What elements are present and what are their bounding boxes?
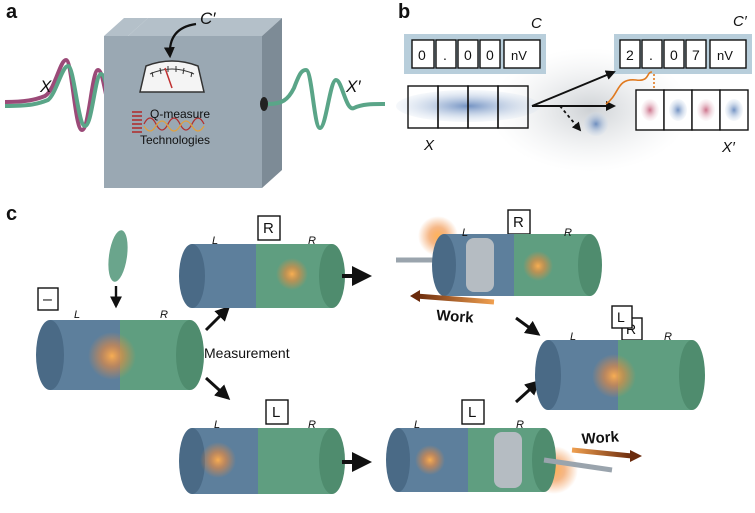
cyl5-side-R: R [516, 419, 524, 431]
arrow-to-L [204, 376, 231, 401]
piston-rod-bottom [543, 457, 613, 473]
memory-box-R-top [257, 215, 281, 241]
brand-logo-icon [132, 111, 205, 133]
cyl3-side-R: R [308, 419, 316, 431]
brand-name-line2: Technologies [140, 133, 210, 147]
memory-box-L-bottom [265, 399, 289, 425]
cylinder-piston-R [432, 234, 602, 296]
work-arrow-left-head [410, 290, 420, 302]
measurement-label: Measurement [204, 345, 290, 361]
display-after-digit-3: 7 [692, 47, 700, 63]
branch-arrows [531, 70, 616, 132]
display-before-digit-0: 0 [418, 47, 426, 63]
cyl4-side-L: L [462, 227, 468, 239]
panel-label-b: b [398, 1, 410, 23]
output-port [260, 97, 268, 111]
initial-memory-value: – [43, 291, 52, 308]
panel-a-output-label: X′ [345, 77, 361, 96]
cylinder-L [179, 428, 345, 494]
cyl6-side-R: R [664, 331, 672, 343]
input-state-cells [396, 85, 540, 129]
cyl5-side-L: L [414, 419, 420, 431]
memory-box-R-piston-value: R [513, 214, 524, 231]
panel-a-meter-label: C′ [200, 9, 216, 28]
cyl2-side-L: L [212, 235, 218, 247]
work-label-top: Work [436, 307, 475, 327]
cyl1-side-L: L [74, 309, 80, 321]
display-after [614, 34, 752, 74]
display-before-digit-3: 0 [486, 47, 494, 63]
arrow-bottom-to-final [514, 379, 541, 404]
display-before-digit-1: . [443, 47, 447, 63]
panel-a-input-label: X [39, 77, 52, 96]
memory-box-L-piston-value: L [468, 404, 476, 421]
work-arrow-left [415, 293, 495, 305]
arrow-to-R [204, 305, 231, 332]
display-after-unit: nV [717, 48, 733, 63]
display-before [404, 34, 546, 74]
display-after-digit-2: 0 [670, 47, 678, 63]
work-arrow-right [571, 447, 633, 459]
memory-box-L-bottom-value: L [272, 404, 280, 421]
output-state-cells [635, 89, 749, 131]
work-label-bottom: Work [581, 428, 620, 448]
cylinder-initial [36, 320, 204, 390]
display-after-digit-0: 2 [626, 47, 634, 63]
cylinder-final [535, 340, 705, 410]
display-before-label: C [531, 15, 542, 32]
memory-box-R-top-value: R [263, 220, 274, 237]
cyl1-side-R: R [160, 309, 168, 321]
panel-b-input-label: X [423, 137, 435, 154]
input-wave-green [4, 63, 116, 129]
initial-memory-box [37, 287, 59, 311]
cylinder-piston-L [386, 428, 556, 492]
meter-needle [164, 67, 173, 89]
cyl4-side-R: R [564, 227, 572, 239]
panel-label-a: a [6, 1, 18, 23]
final-memory-box-front [611, 305, 633, 329]
cyl6-side-L: L [570, 331, 576, 343]
readout-link [605, 71, 653, 105]
input-wave-pink [4, 57, 114, 133]
meter-arrow [163, 22, 197, 59]
display-before-unit: nV [511, 48, 527, 63]
display-before-digit-2: 0 [464, 47, 472, 63]
arrow-top-to-final [515, 316, 541, 336]
memory-box-L-piston [461, 399, 485, 425]
panel-label-c: c [6, 203, 17, 225]
meter-gauge [139, 60, 205, 93]
final-memory-box-front-value: L [617, 309, 625, 325]
brand-name-line1: Q-measure [150, 107, 210, 121]
uncertainty-cloud [490, 48, 690, 172]
cylinder-R [179, 244, 345, 308]
panel-b-output-label: X′ [721, 139, 736, 156]
output-wave-green [267, 67, 386, 131]
scattered-blob [584, 112, 608, 136]
particle-icon [108, 230, 128, 282]
display-after-label: C′ [733, 13, 748, 30]
measurement-box [104, 18, 282, 188]
final-memory-box-back-value: R [626, 321, 636, 337]
work-arrow-right-head [630, 450, 642, 462]
display-after-digit-1: . [649, 47, 653, 63]
cyl2-side-R: R [308, 235, 316, 247]
cyl3-side-L: L [214, 419, 220, 431]
